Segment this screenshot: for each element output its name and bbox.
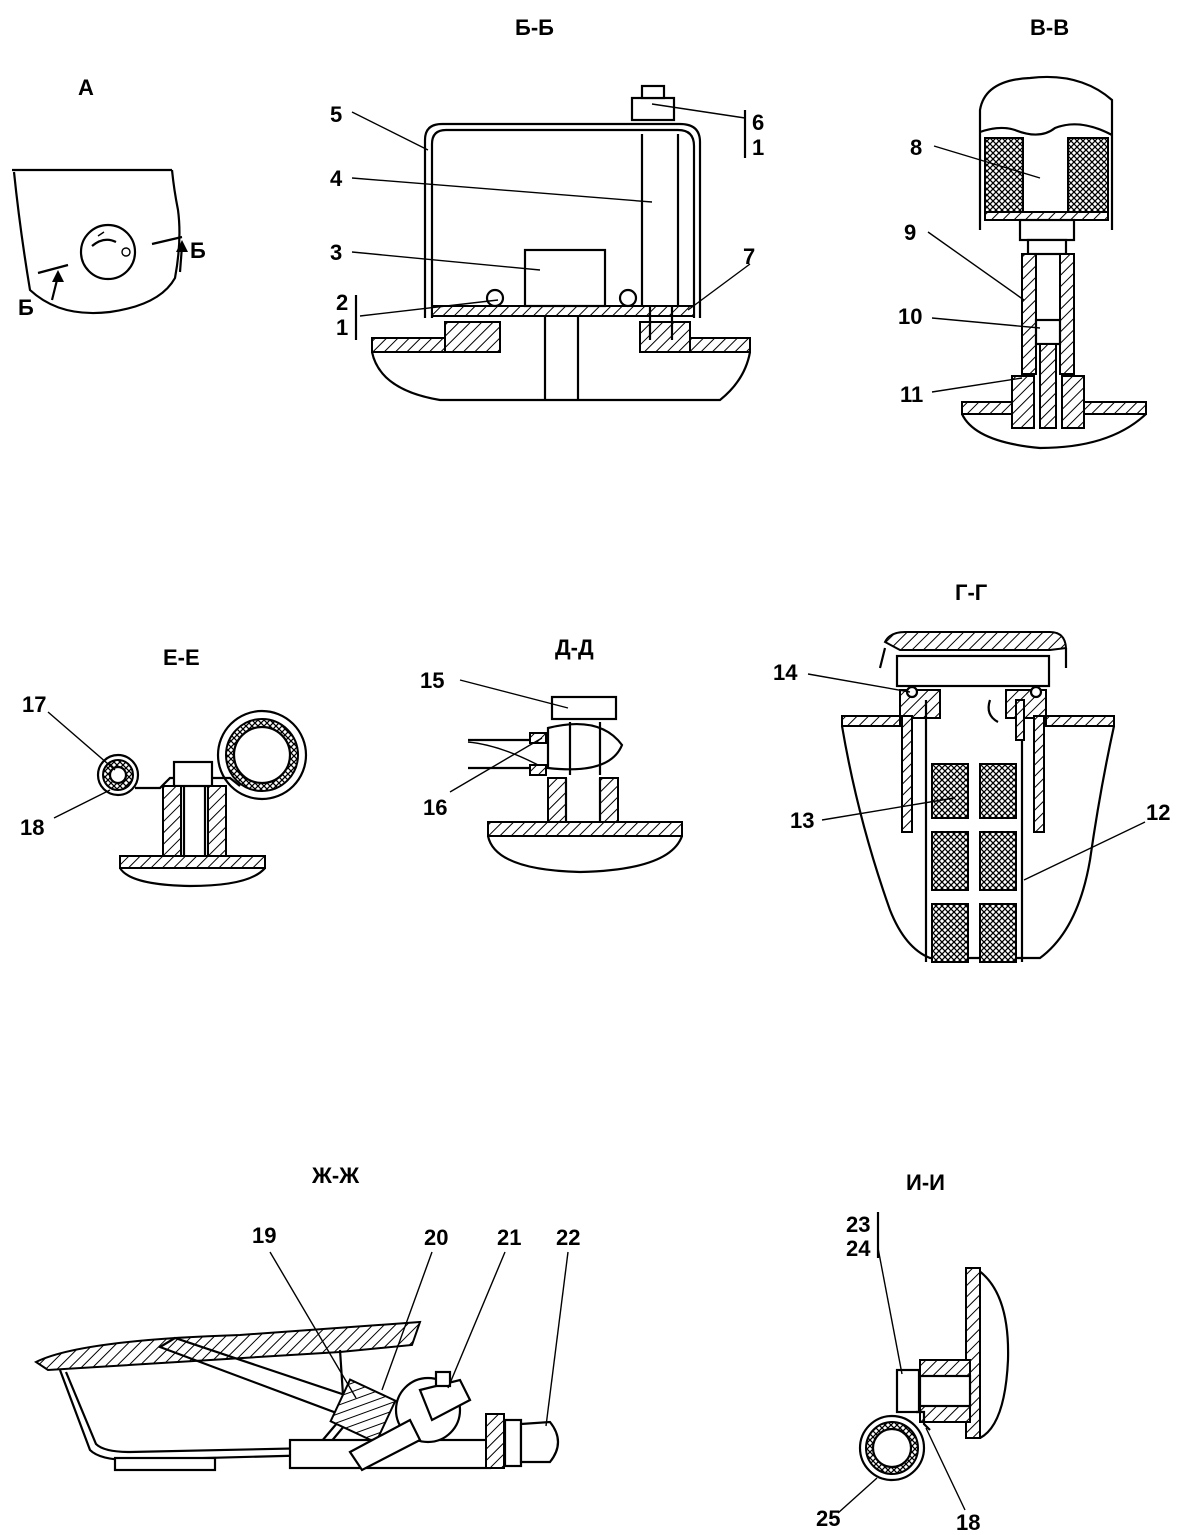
callout-11: 11	[900, 382, 923, 407]
cut-mark-b-right: Б	[190, 238, 206, 263]
callout-3: 3	[330, 240, 342, 265]
callout-4: 4	[330, 166, 343, 191]
view-ee: Е-Е 17 18	[20, 645, 308, 888]
view-bb: Б-Б 5 4 3 2 1 6 1	[330, 15, 764, 402]
view-a-title: А	[78, 75, 94, 100]
callout-6: 6	[752, 110, 764, 135]
callout-23: 23	[846, 1212, 870, 1237]
view-bb-title: Б-Б	[515, 15, 554, 40]
callout-13: 13	[790, 808, 814, 833]
callout-24: 24	[846, 1236, 871, 1261]
callout-18-ii: 18	[956, 1510, 980, 1535]
callout-1-bb: 1	[336, 315, 348, 340]
view-zhzh-title: Ж-Ж	[311, 1163, 359, 1188]
view-ii: И-И 23 24 25 18	[816, 1170, 1010, 1535]
cut-mark-b-left: Б	[18, 295, 34, 320]
callout-14: 14	[773, 660, 798, 685]
callout-5: 5	[330, 102, 342, 127]
view-a: А Б Б	[12, 75, 206, 320]
callout-21: 21	[497, 1225, 521, 1250]
callout-9: 9	[904, 220, 916, 245]
callout-7: 7	[743, 244, 755, 269]
view-gg: Г-Г 14 13 12	[773, 580, 1170, 963]
view-vv-title: В-В	[1030, 15, 1069, 40]
callout-2: 2	[336, 290, 348, 315]
callout-12: 12	[1146, 800, 1170, 825]
view-vv: В-В 8 9 10 11	[898, 15, 1147, 450]
callout-19: 19	[252, 1223, 276, 1248]
callout-18-ee: 18	[20, 815, 44, 840]
view-dd-title: Д-Д	[555, 635, 594, 660]
view-dd: Д-Д 15 16	[420, 635, 684, 874]
view-zhzh: Ж-Ж 19 20 21 22	[34, 1163, 580, 1472]
callout-10: 10	[898, 304, 922, 329]
callout-15: 15	[420, 668, 444, 693]
callout-1-bb-top: 1	[752, 135, 764, 160]
callout-25: 25	[816, 1506, 840, 1531]
view-ee-title: Е-Е	[163, 645, 200, 670]
callout-22: 22	[556, 1225, 580, 1250]
view-ii-title: И-И	[906, 1170, 945, 1195]
callout-17: 17	[22, 692, 46, 717]
view-gg-title: Г-Г	[955, 580, 988, 605]
callout-8: 8	[910, 135, 922, 160]
callout-16: 16	[423, 795, 447, 820]
callout-20: 20	[424, 1225, 448, 1250]
